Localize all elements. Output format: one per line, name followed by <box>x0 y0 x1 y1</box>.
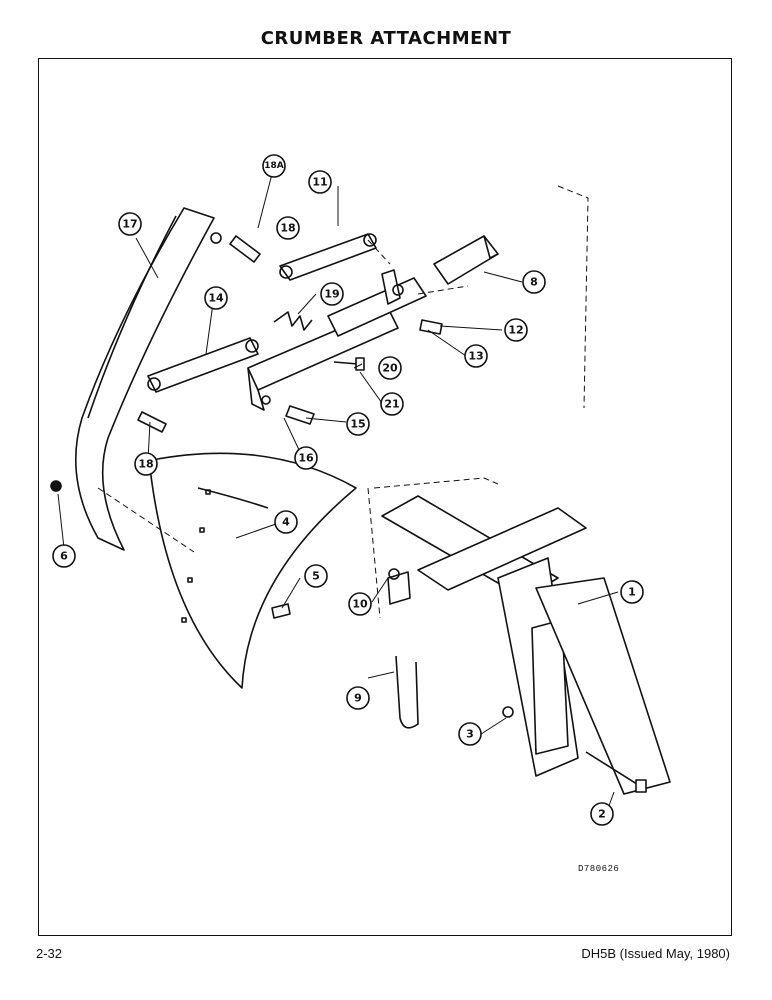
callout-19: 19 <box>324 288 339 301</box>
callout-13: 13 <box>468 350 483 363</box>
nut-6 <box>50 480 62 492</box>
callout-17: 17 <box>122 218 137 231</box>
callout-3: 3 <box>466 728 474 741</box>
callout-6: 6 <box>60 550 68 563</box>
pin-lower <box>137 411 167 433</box>
callout-1: 1 <box>628 586 636 599</box>
publication-info: DH5B (Issued May, 1980) <box>581 946 730 961</box>
callout-12: 12 <box>508 324 523 337</box>
bolt-5 <box>271 603 291 619</box>
page-title: CRUMBER ATTACHMENT <box>260 28 512 49</box>
nut-3 <box>502 706 514 718</box>
callout-4: 4 <box>282 516 290 529</box>
pin-upper <box>229 235 261 263</box>
diagram-frame <box>38 58 732 936</box>
pin-15 <box>285 405 315 425</box>
callout-markers <box>52 154 644 826</box>
bolt-2 <box>585 751 647 793</box>
link-lower <box>147 337 259 393</box>
exploded-parts-diagram: 18A 11 17 18 8 14 19 12 13 20 21 15 16 1… <box>50 154 671 826</box>
page-number: 2-32 <box>36 946 63 961</box>
callout-8: 8 <box>530 276 538 289</box>
shield <box>149 452 357 689</box>
pin-12 <box>419 319 443 335</box>
callout-11: 11 <box>312 176 327 189</box>
guide-lines <box>97 185 589 619</box>
callout-10: 10 <box>352 598 368 611</box>
u-bolt <box>395 655 419 729</box>
callout-20: 20 <box>382 362 398 375</box>
callout-21: 21 <box>384 398 399 411</box>
mounting-frame <box>381 495 671 795</box>
callout-15: 15 <box>350 418 365 431</box>
link-upper <box>279 233 377 281</box>
callout-5: 5 <box>312 570 320 583</box>
callout-18-lower: 18 <box>138 458 153 471</box>
callout-9: 9 <box>354 692 362 705</box>
crumber-arm <box>74 207 222 551</box>
callout-14: 14 <box>208 292 224 305</box>
drawing-number: D780626 <box>578 864 620 874</box>
callout-18a-upper: 18A <box>264 161 284 171</box>
spring <box>273 311 313 331</box>
bolt-20 <box>333 357 365 371</box>
callout-2: 2 <box>598 808 606 821</box>
callout-16: 16 <box>298 452 314 465</box>
tube-extension <box>433 235 499 285</box>
callout-18-upper: 18 <box>280 222 295 235</box>
tube-assembly <box>247 269 427 411</box>
